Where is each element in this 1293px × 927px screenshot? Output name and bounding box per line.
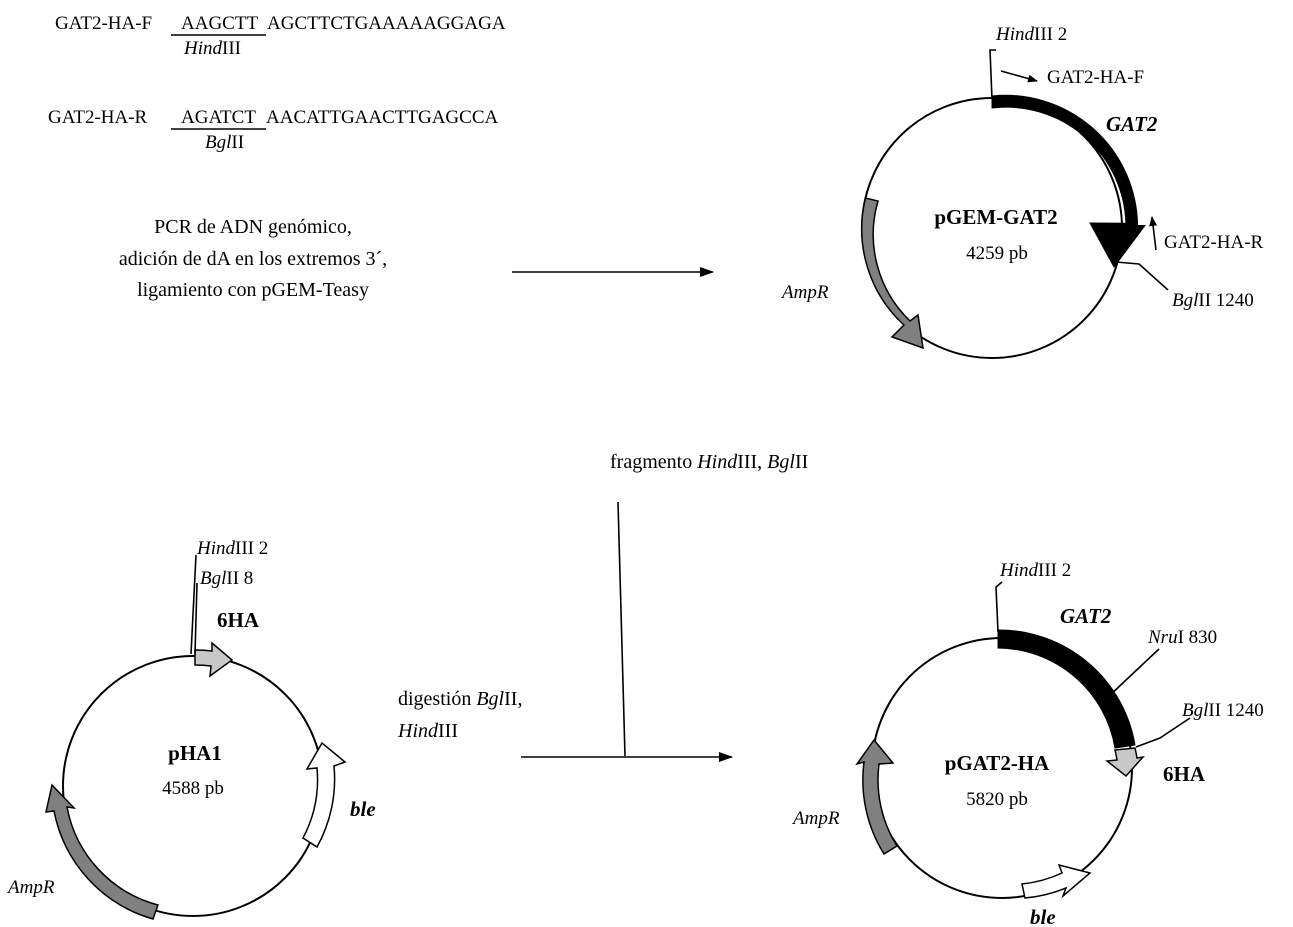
pgat2ha-bglii-marker — [1135, 717, 1191, 748]
pgat2ha-ble-arrow — [1021, 863, 1092, 899]
pha1-name: pHA1 — [168, 741, 222, 765]
step1-line-1: PCR de ADN genómico, — [154, 216, 352, 238]
fragment-line — [617, 501, 626, 757]
pgem-gat2-gene — [991, 94, 1146, 268]
primer-forward: GAT2-HA-F AAGCTT AGCTTCTGAAAAAGGAGA Hind… — [55, 13, 506, 59]
pgat2ha-size: 5820 pb — [966, 789, 1028, 810]
pha1-ampr-arrow — [45, 783, 159, 920]
plasmid-pgat2-ha: pGAT2-HA 5820 pb GAT2 6HA ble AmpR HindI… — [791, 560, 1264, 927]
pha1-hindiii-label: HindIII 2 — [196, 538, 268, 559]
primer-reverse-enzyme: BglII — [205, 132, 244, 153]
step1-description: PCR de ADN genómico, adición de dA en lo… — [119, 216, 387, 301]
step1-line-2: adición de dA en los extremos 3´, — [119, 248, 387, 270]
pgat2ha-hindiii-marker — [995, 581, 1003, 633]
digest-label-line-1: digestión BglII, — [398, 688, 522, 710]
step1-line-3: ligamiento con pGEM-Teasy — [137, 279, 369, 301]
pha1-size: 4588 pb — [162, 778, 224, 799]
pha1-ampr-label: AmpR — [6, 877, 55, 898]
pgat2ha-ampr-arrow — [855, 738, 899, 856]
pgat2ha-6ha-label: 6HA — [1163, 762, 1206, 786]
pgem-bglii-label: BglII 1240 — [1172, 290, 1254, 311]
pgem-bglii-marker — [1115, 261, 1169, 291]
primer-forward-site: AAGCTT — [181, 13, 258, 34]
digest-label-line-2: HindIII — [397, 720, 458, 742]
primer-reverse-site: AGATCT — [181, 107, 256, 128]
primer-forward-rest: AGCTTCTGAAAAAGGAGA — [267, 13, 506, 34]
pgem-primer-r-label: GAT2-HA-R — [1164, 232, 1264, 253]
pgat2ha-gene-label: GAT2 — [1060, 604, 1112, 628]
pgat2ha-bglii-label: BglII 1240 — [1182, 700, 1264, 721]
pgat2ha-nrui-marker — [1104, 648, 1160, 701]
pha1-6ha-arrow — [194, 641, 234, 678]
pha1-6ha-label: 6HA — [217, 608, 260, 632]
pgat2ha-hindiii-label: HindIII 2 — [999, 560, 1071, 581]
pgem-primer-r-arrow — [1149, 216, 1158, 251]
pgat2ha-6ha-arrow — [1105, 747, 1145, 778]
pha1-bglii-marker — [194, 582, 198, 655]
pgem-hindiii-label: HindIII 2 — [995, 24, 1067, 45]
pgem-hindiii-marker — [989, 49, 996, 100]
fragment-label: fragmento HindIII, BglII — [610, 451, 808, 473]
primer-reverse: GAT2-HA-R AGATCT AACATTGAACTTGAGCCA BglI… — [48, 107, 499, 153]
pgem-ampr-label: AmpR — [780, 282, 829, 303]
pgem-gene-label: GAT2 — [1106, 112, 1158, 136]
pha1-ble-arrow — [302, 741, 347, 849]
plasmid-pha1: pHA1 4588 pb 6HA ble AmpR HindIII 2 BglI… — [6, 538, 376, 920]
primer-forward-enzyme: HindIII — [183, 38, 241, 59]
pgat2ha-gat2-gene — [997, 629, 1136, 749]
primer-reverse-rest: AACATTGAACTTGAGCCA — [266, 107, 499, 128]
primer-reverse-name: GAT2-HA-R — [48, 107, 148, 128]
pgem-name: pGEM-GAT2 — [934, 205, 1057, 229]
pgat2ha-name: pGAT2-HA — [945, 751, 1050, 775]
pha1-bglii-label: BglII 8 — [200, 568, 253, 589]
pgat2ha-nrui-label: NruI 830 — [1147, 627, 1217, 648]
plasmid-pgem-gat2: pGEM-GAT2 4259 pb GAT2 AmpR HindIII 2 GA… — [780, 24, 1264, 359]
pgat2ha-ampr-label: AmpR — [791, 808, 840, 829]
pgem-ampr-arrow — [861, 197, 924, 350]
pgem-primer-f-label: GAT2-HA-F — [1047, 67, 1144, 88]
pgat2ha-ble-label: ble — [1030, 905, 1056, 927]
pgem-primer-f-arrow — [1000, 70, 1038, 83]
pha1-hindiii-marker — [190, 554, 197, 655]
pgem-size: 4259 pb — [966, 243, 1028, 264]
pha1-ble-label: ble — [350, 797, 376, 821]
primer-forward-name: GAT2-HA-F — [55, 13, 152, 34]
